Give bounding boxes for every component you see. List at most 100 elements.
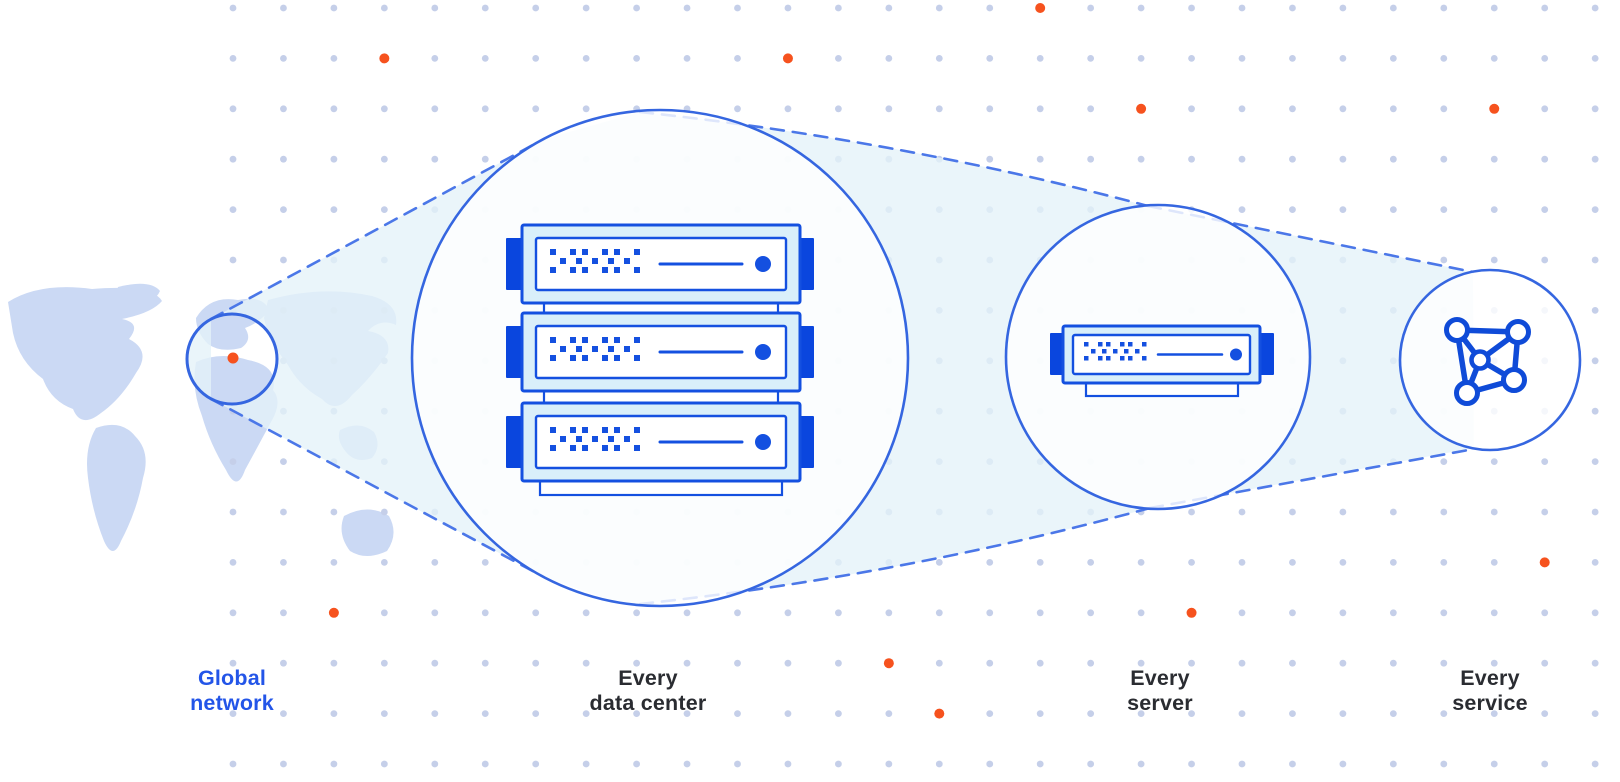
grid-dot [1440, 760, 1448, 768]
grid-dot [1490, 155, 1498, 163]
grid-dot [582, 609, 590, 617]
grid-dot [1289, 710, 1296, 717]
grid-dot [1541, 155, 1549, 163]
grid-dot [835, 760, 842, 768]
grid-dot [1087, 760, 1095, 768]
grid-dot [330, 710, 338, 717]
grid-dot [835, 55, 842, 62]
grid-dot [229, 609, 237, 617]
accent-dot [883, 658, 894, 669]
grid-dot [1188, 559, 1195, 566]
mesh-network-icon [1444, 317, 1531, 406]
grid-dot [734, 609, 741, 617]
grid-dot [1188, 4, 1195, 12]
grid-dot [1591, 508, 1599, 516]
grid-dot [1339, 710, 1347, 717]
grid-dot [1389, 659, 1397, 667]
accent-dot [1539, 557, 1550, 568]
grid-dot [1490, 760, 1498, 768]
grid-dot [1389, 4, 1397, 12]
grid-dot [1238, 760, 1246, 768]
grid-dot [734, 659, 741, 667]
grid-dot [935, 659, 943, 667]
grid-dot [330, 659, 338, 667]
grid-dot [1289, 659, 1296, 667]
grid-dot [986, 55, 994, 62]
grid-dot [380, 206, 388, 214]
grid-dot [1591, 256, 1599, 264]
grid-dot [683, 55, 691, 62]
grid-dot [835, 659, 842, 667]
grid-dot [532, 105, 540, 113]
grid-dot [1188, 710, 1195, 717]
grid-dot [1389, 155, 1397, 163]
grid-dot [1289, 155, 1296, 163]
grid-dot [1238, 508, 1246, 516]
label-line: Every [1460, 666, 1520, 690]
label-line: Every [1130, 666, 1190, 690]
grid-dot [431, 4, 439, 12]
label-every-data-center: Every data center [528, 666, 768, 716]
grid-dot [380, 760, 388, 768]
grid-dot [1440, 256, 1448, 264]
grid-dot [582, 4, 590, 12]
grid-dot [1440, 4, 1448, 12]
grid-dot [835, 609, 842, 617]
grid-dot [1440, 155, 1448, 163]
grid-dot [1389, 710, 1397, 717]
grid-dot [532, 659, 540, 667]
grid-dot [1137, 559, 1145, 566]
grid-dot [1188, 508, 1195, 516]
grid-dot [582, 55, 590, 62]
accent-dot [1035, 3, 1046, 13]
grid-dot [1490, 256, 1498, 264]
grid-dot [1289, 760, 1296, 768]
grid-dot [1490, 4, 1498, 12]
grid-dot [1339, 609, 1347, 617]
grid-dot [1188, 760, 1195, 768]
grid-dot [1591, 155, 1599, 163]
grid-dot [885, 4, 893, 12]
grid-dot [481, 710, 489, 717]
grid-dot [431, 559, 439, 566]
grid-dot [1087, 659, 1095, 667]
label-line: service [1452, 691, 1528, 715]
grid-dot [1440, 710, 1448, 717]
grid-dot [1289, 4, 1296, 12]
grid-dot [1440, 206, 1448, 214]
grid-dot [532, 710, 540, 717]
grid-dot [280, 458, 287, 465]
grid-dot [935, 609, 943, 617]
grid-dot [1036, 659, 1044, 667]
grid-dot [1591, 307, 1599, 314]
grid-dot [431, 155, 439, 163]
grid-dot [229, 55, 237, 62]
label-every-server: Every server [1040, 666, 1280, 716]
grid-dot [986, 155, 994, 163]
grid-dot [633, 609, 640, 617]
grid-dot [280, 105, 287, 113]
grid-dot [784, 659, 792, 667]
accent-dot [1489, 103, 1500, 114]
grid-dot [380, 659, 388, 667]
grid-dot [1289, 559, 1296, 566]
grid-dot [1490, 710, 1498, 717]
grid-dot [986, 105, 994, 113]
grid-dot [1188, 155, 1195, 163]
grid-dot [1591, 659, 1599, 667]
grid-dot [380, 609, 388, 617]
grid-dot [683, 710, 691, 717]
grid-dot [1289, 55, 1296, 62]
grid-dot [1541, 710, 1549, 717]
grid-dot [1087, 609, 1095, 617]
grid-dot [1188, 105, 1195, 113]
grid-dot [1137, 55, 1145, 62]
grid-dot [532, 4, 540, 12]
grid-dot [734, 55, 741, 62]
grid-dot [330, 55, 338, 62]
grid-dot [1389, 105, 1397, 113]
grid-dot [1490, 458, 1498, 465]
grid-dot [1036, 155, 1044, 163]
grid-dot [986, 4, 994, 12]
grid-dot [1541, 659, 1549, 667]
